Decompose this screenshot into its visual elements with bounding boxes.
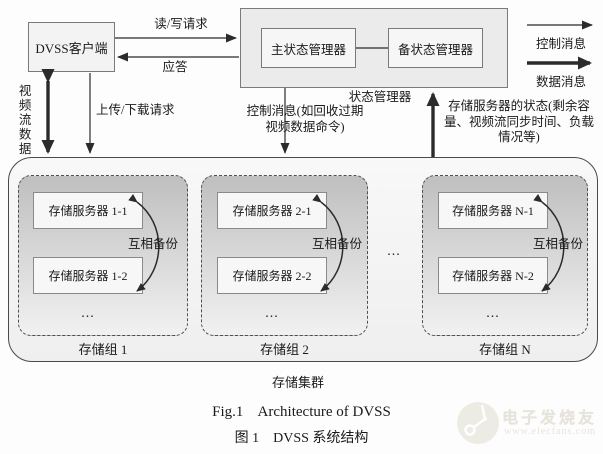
node-server-n-2-label: 存储服务器 N-2 [452, 269, 534, 283]
edge-label-reply: 应答 [162, 60, 188, 74]
node-server-1-1: 存储服务器 1-1 [33, 192, 143, 229]
node-server-1-1-label: 存储服务器 1-1 [48, 204, 128, 218]
node-server-1-2-label: 存储服务器 1-2 [48, 269, 128, 283]
edge-label-rw-request: 读/写请求 [154, 17, 208, 31]
node-server-2-2-label: 存储服务器 2-2 [232, 269, 312, 283]
node-server-n-2: 存储服务器 N-2 [438, 257, 548, 294]
node-server-n-1: 存储服务器 N-1 [438, 192, 548, 229]
node-server-2-1-label: 存储服务器 2-1 [232, 204, 312, 218]
mutual-backup-label-n: 互相备份 [532, 237, 583, 251]
legend-control-label: 控制消息 [535, 37, 586, 51]
node-server-1-2: 存储服务器 1-2 [33, 257, 143, 294]
storage-cluster-label: 存储集群 [271, 375, 324, 390]
node-backup-state-manager-label: 备状态管理器 [397, 42, 473, 57]
watermark-url: www.elecfans.com [504, 426, 596, 437]
figure-caption-zh: 图 1 DVSS 系统结构 [234, 431, 369, 446]
watermark-name: 电子发烧友 [502, 410, 598, 427]
storage-group-2-label: 存储组 2 [260, 342, 309, 357]
state-manager-caption: 状态管理器 [348, 90, 412, 104]
node-server-n-1-label: 存储服务器 N-1 [452, 204, 534, 218]
watermark: 电子发烧友 www.elecfans.com [446, 394, 602, 452]
elecfans-logo-icon [457, 402, 499, 444]
figure-caption-en: Fig.1 Architecture of DVSS [212, 404, 391, 420]
edge-label-control-msg: 控制消息(如回收过期视频数据命令) [246, 104, 364, 134]
edge-label-server-status: 存储服务器的状态(剩余容量、视频流同步时间、负载情况等) [443, 99, 594, 145]
edge-label-upload-download: 上传/下载请求 [96, 103, 175, 117]
group-2-ellipsis: ... [265, 306, 279, 321]
node-dvss-client: DVSS客户端 [28, 22, 115, 72]
legend-data-label: 数据消息 [535, 75, 586, 89]
storage-group-n-label: 存储组 N [479, 342, 531, 357]
node-master-state-manager: 主状态管理器 [261, 28, 356, 68]
group-n-ellipsis: ... [486, 306, 500, 321]
storage-group-1-label: 存储组 1 [78, 342, 128, 357]
node-server-2-1: 存储服务器 2-1 [217, 192, 327, 229]
group-1-ellipsis: ... [81, 306, 95, 321]
mutual-backup-label-2: 互相备份 [311, 237, 362, 251]
edge-label-video-stream: 视频流数据 [16, 83, 31, 157]
node-backup-state-manager: 备状态管理器 [388, 28, 483, 68]
node-dvss-client-label: DVSS客户端 [35, 40, 108, 56]
node-server-2-2: 存储服务器 2-2 [217, 257, 327, 294]
mutual-backup-label-1: 互相备份 [127, 237, 178, 251]
node-master-state-manager-label: 主状态管理器 [270, 42, 346, 57]
between-groups-ellipsis: ... [387, 244, 401, 259]
